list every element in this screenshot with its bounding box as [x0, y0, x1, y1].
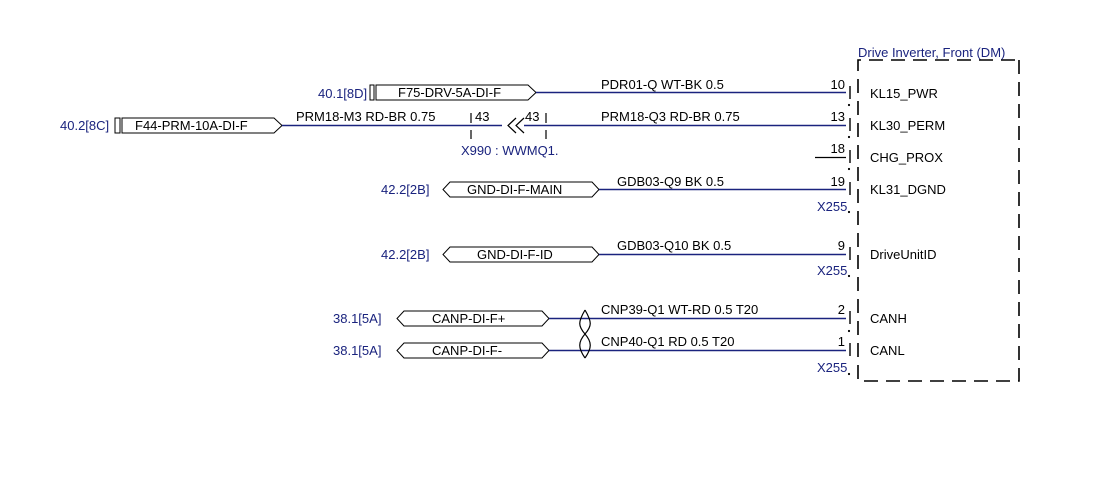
wire-row-kl31: 42.2[2B] GND-DI-F-MAIN GDB03-Q9 BK 0.5 [381, 174, 846, 198]
inline-pin-right: 43 [525, 109, 539, 124]
wire-label: GDB03-Q10 BK 0.5 [617, 238, 731, 253]
signal-connector [442, 181, 600, 198]
pin-number: 18 [831, 141, 845, 156]
inline-pin-left: 43 [475, 109, 489, 124]
pin-name: KL30_PERM [870, 118, 945, 133]
twisted-pair-symbol [579, 309, 591, 359]
connector-label: X255 [817, 263, 847, 278]
pin-number: 2 [838, 302, 845, 317]
pin-names: KL15_PWR KL30_PERM CHG_PROX KL31_DGND Dr… [870, 86, 946, 358]
page-reference: 38.1[5A] [333, 311, 381, 326]
signal-connector [396, 310, 550, 327]
page-reference: 40.2[8C] [60, 118, 109, 133]
signal-label: CANP-DI-F- [432, 343, 502, 358]
page-reference: 42.2[2B] [381, 182, 429, 197]
pin-number: 1 [838, 334, 845, 349]
signal-connector [396, 342, 550, 359]
signal-label: F44-PRM-10A-DI-F [135, 118, 248, 133]
signal-label: F75-DRV-5A-DI-F [398, 85, 501, 100]
pin-number: 13 [831, 109, 845, 124]
pin-number: 19 [831, 174, 845, 189]
connector-labels: X255 X255 X255 [817, 103, 851, 376]
component-border [857, 59, 1020, 382]
wire-label: PDR01-Q WT-BK 0.5 [601, 77, 724, 92]
connector-label: X255 [817, 360, 847, 375]
pin-name: KL31_DGND [870, 182, 946, 197]
pin-numbers: 10 13 18 19 9 2 1 [831, 77, 845, 349]
signal-connector [375, 84, 537, 101]
pin-name: KL15_PWR [870, 86, 938, 101]
wire-row-kl30: 40.2[8C] F44-PRM-10A-DI-F PRM18-M3 RD-BR… [60, 109, 846, 158]
pin-name: CHG_PROX [870, 150, 943, 165]
signal-label: GND-DI-F-MAIN [467, 182, 562, 197]
signal-connector [121, 117, 283, 134]
signal-label: CANP-DI-F+ [432, 311, 505, 326]
pin-name: CANL [870, 343, 905, 358]
signal-label: GND-DI-F-ID [477, 247, 553, 262]
drive-inverter-component: Drive Inverter, Front (DM) [857, 45, 1020, 382]
inline-connector-chevrons [507, 117, 525, 134]
page-reference: 42.2[2B] [381, 247, 429, 262]
component-title: Drive Inverter, Front (DM) [858, 45, 1005, 60]
pin-name: CANH [870, 311, 907, 326]
wire-label: CNP40-Q1 RD 0.5 T20 [601, 334, 734, 349]
pin-name: DriveUnitID [870, 247, 936, 262]
wire-label-left: PRM18-M3 RD-BR 0.75 [296, 109, 435, 124]
page-reference: 38.1[5A] [333, 343, 381, 358]
signal-connector [442, 246, 600, 263]
pin-number: 9 [838, 238, 845, 253]
wire-label: GDB03-Q9 BK 0.5 [617, 174, 724, 189]
page-reference: 40.1[8D] [318, 86, 367, 101]
wire-row-canl: 38.1[5A] CANP-DI-F- CNP40-Q1 RD 0.5 T20 [333, 334, 846, 359]
pin-number: 10 [831, 77, 845, 92]
connector-label: X255 [817, 199, 847, 214]
wire-row-kl15: 40.1[8D] F75-DRV-5A-DI-F PDR01-Q WT-BK 0… [318, 77, 846, 101]
inline-connector-name: X990 : WWMQ1. [461, 143, 559, 158]
wire-label: PRM18-Q3 RD-BR 0.75 [601, 109, 740, 124]
wire-label: CNP39-Q1 WT-RD 0.5 T20 [601, 302, 758, 317]
wire-row-canh: 38.1[5A] CANP-DI-F+ CNP39-Q1 WT-RD 0.5 T… [333, 302, 846, 327]
wire-row-driveunitid: 42.2[2B] GND-DI-F-ID GDB03-Q10 BK 0.5 [381, 238, 846, 263]
